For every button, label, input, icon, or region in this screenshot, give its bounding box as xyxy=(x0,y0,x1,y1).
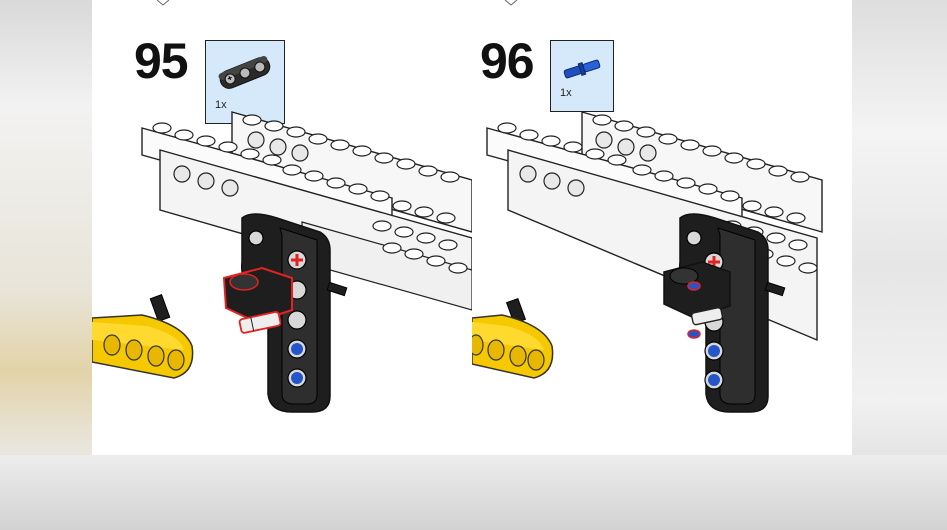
step-marker-icon xyxy=(156,0,170,6)
part-quantity: 1x xyxy=(215,99,227,111)
assembly-illustration xyxy=(92,111,472,413)
highlighted-blue-pin xyxy=(687,329,701,339)
black-axle-stub xyxy=(764,281,786,297)
black-l-liftarm xyxy=(678,213,769,413)
parts-callout: 1x xyxy=(550,40,614,112)
step-number: 96 xyxy=(480,33,535,89)
assembly-illustration xyxy=(472,111,823,413)
blurred-right-margin xyxy=(852,0,947,530)
white-beam-assembly xyxy=(141,111,472,311)
highlighted-new-connector xyxy=(222,266,293,334)
yellow-beam xyxy=(92,294,194,379)
instruction-page: 95 1x xyxy=(92,0,852,455)
part-quantity: 1x xyxy=(560,87,572,99)
white-beam-assembly xyxy=(486,111,823,342)
blurred-left-margin xyxy=(0,0,92,530)
highlighted-blue-pin xyxy=(687,281,701,291)
step-marker-icon xyxy=(504,0,518,6)
placed-connector xyxy=(663,261,731,339)
parts-callout: 1x xyxy=(205,40,285,124)
blurred-bottom-margin xyxy=(0,455,947,530)
black-axle-pin-connector-icon xyxy=(218,55,271,89)
step-95: 95 1x xyxy=(92,0,472,455)
yellow-beam xyxy=(472,297,554,379)
blue-axle-pin-icon xyxy=(563,59,601,79)
step-number: 95 xyxy=(134,33,189,89)
step-96: 96 1x xyxy=(472,0,852,455)
black-axle-stub xyxy=(326,281,348,297)
